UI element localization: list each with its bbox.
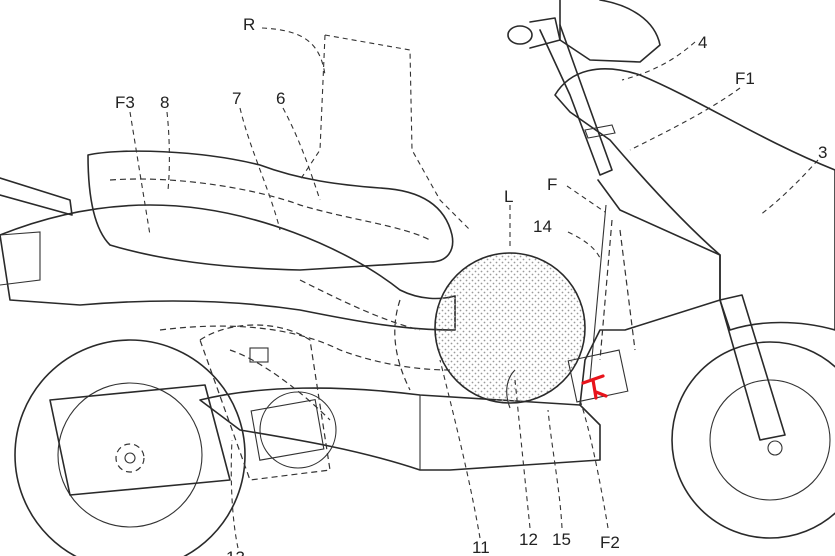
label-f3: F3 — [115, 93, 135, 112]
front-cover — [554, 68, 835, 331]
front-fork — [719, 294, 786, 441]
front-wheel — [671, 341, 835, 539]
label-f: F — [547, 175, 557, 194]
label-f2: F2 — [600, 533, 620, 552]
label-r: R — [243, 15, 255, 34]
label-4: 4 — [698, 33, 707, 52]
label-7: 7 — [232, 89, 241, 108]
label-f1: F1 — [735, 69, 755, 88]
rider-silhouette — [299, 34, 471, 231]
rear-cover — [0, 204, 456, 331]
leader-lines — [129, 27, 819, 549]
engine-unit — [49, 324, 337, 496]
label-8: 8 — [160, 93, 169, 112]
component-l — [434, 252, 586, 404]
label-6: 6 — [276, 89, 285, 108]
label-15: 15 — [552, 530, 571, 549]
label-l: L — [504, 187, 513, 206]
label-13: 13 — [226, 548, 245, 556]
handlebar — [507, 0, 661, 176]
rear-wheel — [14, 339, 246, 556]
seat — [87, 150, 454, 271]
step-floor — [199, 387, 601, 471]
label-14: 14 — [533, 217, 552, 236]
label-11: 11 — [472, 538, 490, 556]
label-12: 12 — [519, 530, 538, 549]
red-marker — [567, 349, 629, 403]
leg-shield — [579, 179, 721, 406]
rear-rail — [0, 177, 73, 216]
label-3: 3 — [818, 143, 827, 162]
